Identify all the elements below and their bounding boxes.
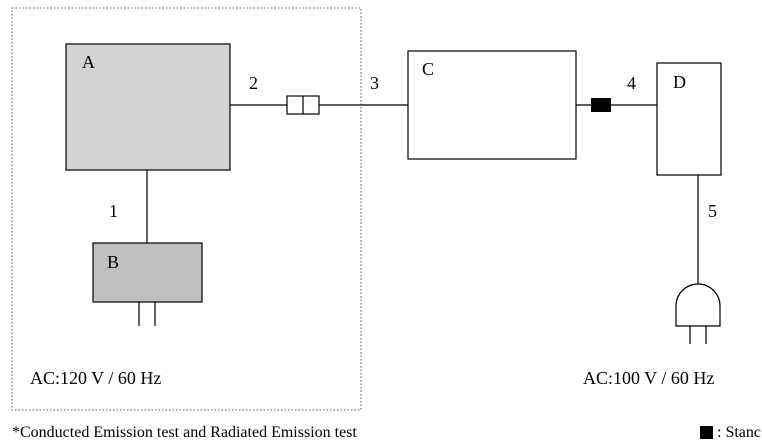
equipment-a-box	[65, 43, 231, 171]
equipment-d-label: D	[673, 72, 686, 92]
ferrite-core-icon	[591, 98, 611, 112]
legend-ferrite-swatch	[700, 426, 713, 439]
equipment-c-label: C	[422, 59, 434, 79]
connector-icon	[286, 95, 320, 115]
ac-prongs-icon	[138, 302, 156, 326]
ac-plug-icon	[675, 283, 721, 344]
cable-3-label: 3	[370, 73, 379, 93]
legend-label: : Stanc	[717, 424, 761, 441]
test-scope-note: *Conducted Emission test and Radiated Em…	[12, 424, 357, 441]
cable-4-label: 4	[627, 73, 636, 93]
cable-2-label: 2	[249, 73, 258, 93]
cable-1-label: 1	[109, 201, 118, 221]
cable-5-label: 5	[708, 201, 717, 221]
equipment-a-label: A	[82, 52, 95, 72]
test-area-boundary	[11, 7, 362, 411]
equipment-d-box	[656, 62, 722, 176]
equipment-b-box	[92, 242, 203, 303]
equipment-b-label: B	[107, 252, 119, 272]
right-power-spec: AC:100 V / 60 Hz	[583, 368, 714, 388]
left-power-spec: AC:120 V / 60 Hz	[30, 368, 161, 388]
